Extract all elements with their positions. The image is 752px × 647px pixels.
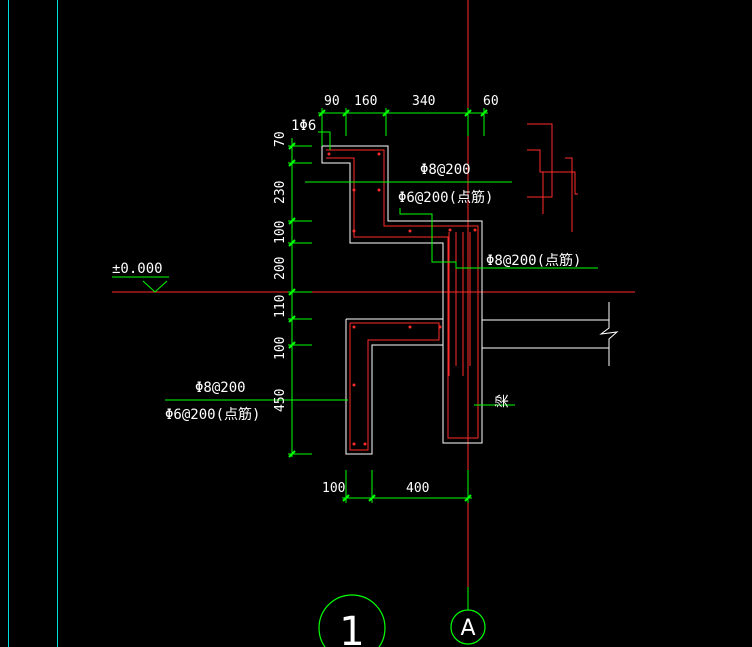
dim-left-6: 100 [273, 337, 288, 360]
rebar-dot [352, 325, 356, 329]
dim-bottom-2: 400 [406, 481, 429, 496]
rebar-dot [377, 152, 381, 156]
rebar-dot [352, 229, 356, 233]
rebar-dot [408, 325, 412, 329]
rebar-dot [327, 152, 331, 156]
dim-left-5: 110 [273, 295, 288, 318]
drawing-frame [8, 0, 58, 647]
elevation-triangle [142, 280, 168, 293]
label-beam: 梁 [495, 394, 511, 408]
rebar-lines [326, 123, 578, 451]
rebar-dot [352, 188, 356, 192]
lower-l-outline [345, 318, 444, 455]
dim-left-2: 230 [273, 181, 288, 204]
dim-top-4: 60 [483, 94, 499, 109]
hook-detail-3 [565, 157, 573, 232]
leader-mid [399, 208, 598, 269]
dim-top-2: 160 [354, 94, 377, 109]
label-lower-dist: Φ6@200(点筋) [165, 406, 260, 423]
dims-bottom: 100 400 [322, 481, 429, 496]
markers: 1 A [318, 587, 486, 647]
label-bar-top: 1Φ6 [291, 118, 316, 134]
leader-bar-top [318, 131, 331, 150]
dim-bottom-1: 100 [322, 481, 345, 496]
rebar-dot [363, 442, 367, 446]
concrete-outline [321, 145, 619, 455]
label-elevation: ±0.000 [112, 261, 163, 277]
dim-left-3: 100 [273, 221, 288, 244]
label-upper-dist: Φ6@200(点筋) [398, 189, 493, 206]
dims-top: 90 160 340 60 [324, 94, 499, 109]
dim-ticks [288, 109, 488, 502]
axis-lines [112, 0, 635, 607]
label-mid-main: Φ8@200(点筋) [486, 252, 581, 269]
rebar-dot [448, 228, 452, 232]
annotations: 1Φ6 Φ8@200 Φ6@200(点筋) Φ8@200(点筋) ±0.000 … [112, 118, 581, 423]
rebar-dot [408, 229, 412, 233]
rebar-dot [377, 188, 381, 192]
label-lower-main: Φ8@200 [195, 380, 246, 396]
label-upper-main: Φ8@200 [420, 162, 471, 178]
dim-left-4: 200 [273, 257, 288, 280]
upper-step-outline [321, 145, 483, 444]
rebar-dot [473, 228, 477, 232]
rebar-dot [352, 383, 356, 387]
dim-top-3: 340 [412, 94, 435, 109]
lower-rebar [349, 322, 440, 451]
detail-number: 1 [339, 609, 364, 647]
dims-left: 70 230 100 200 110 100 450 [273, 131, 288, 412]
dim-left-1: 70 [273, 131, 288, 147]
hook-detail-1 [527, 123, 553, 198]
dim-left-7: 450 [273, 389, 288, 412]
detail-marker-circle [318, 594, 386, 647]
upper-rebar [326, 149, 479, 439]
rebar-dot [438, 325, 442, 329]
hook-detail-2 [527, 149, 578, 195]
break-line [599, 302, 619, 366]
axis-bubble [450, 609, 486, 645]
rebar-dot [352, 442, 356, 446]
rebar-dots [327, 152, 477, 446]
axis-label: A [460, 616, 475, 641]
dim-top-1: 90 [324, 94, 340, 109]
